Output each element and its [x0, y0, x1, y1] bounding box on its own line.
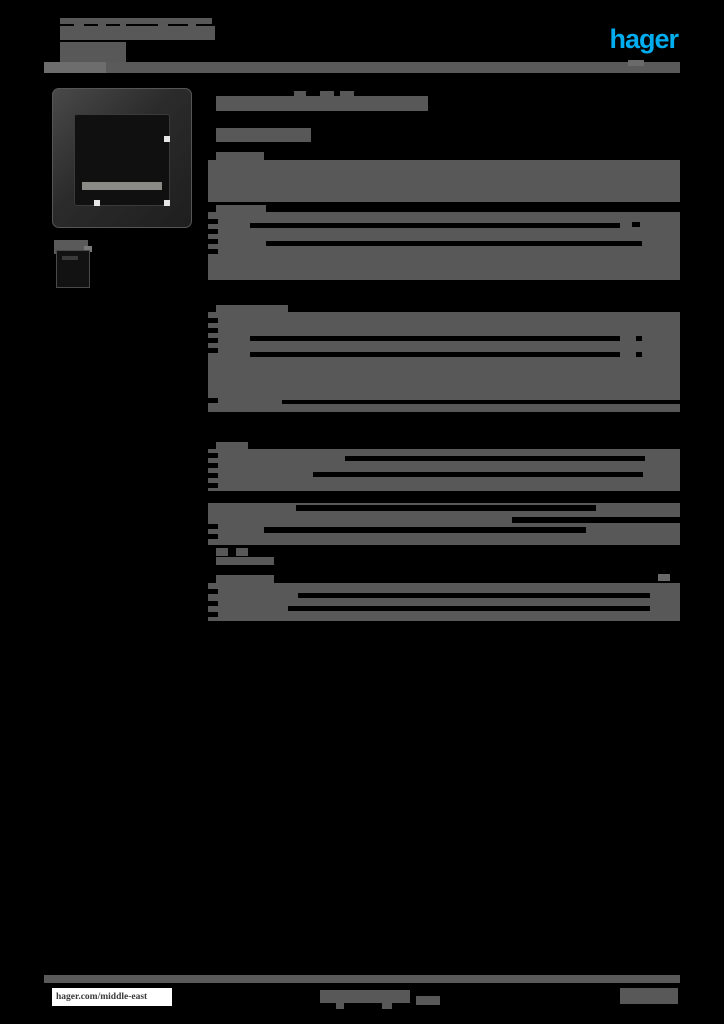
title-ascender-2 [98, 20, 106, 28]
spec-row-sep-2d [208, 249, 218, 254]
spec-unit-badge-6 [658, 574, 670, 581]
header-divider-marker [628, 60, 644, 66]
spec-value-gap-6b [288, 606, 650, 611]
title-ascender-1 [74, 20, 84, 28]
spec-inline-mark-5b [236, 548, 248, 556]
thumbnail-badge [84, 246, 92, 252]
spec-section-5-bottom-gap [224, 551, 680, 561]
footer-divider [44, 975, 680, 983]
spec-row-sep-6c [208, 612, 218, 617]
spec-row-sep-2b [208, 229, 218, 234]
spec-row-sep-4a [208, 453, 218, 458]
footer-page-number [620, 988, 678, 1004]
spec-value-gap-4c [240, 492, 680, 496]
content-heading-redaction [216, 96, 428, 111]
spec-row-sep-4d [208, 483, 218, 488]
spec-unit-gap-3a [636, 336, 642, 341]
spec-section-4-title [216, 442, 248, 450]
product-notch-bl [94, 200, 100, 206]
spec-value-gap-5a [296, 505, 596, 511]
spec-value-gap-3a [250, 336, 620, 341]
spec-value-gap-3b [250, 352, 620, 357]
spec-row-sep-2a [208, 219, 218, 224]
content-heading-ascender-2 [320, 91, 334, 97]
spec-row-sep-6a [208, 589, 218, 594]
spec-row-sep-3a [208, 318, 218, 323]
thumbnail-inner-mark [62, 256, 78, 260]
intro-paragraph-redaction [208, 160, 680, 202]
spec-unit-gap-3b [636, 352, 642, 357]
intro-label-redaction [216, 152, 264, 160]
product-notch-br [164, 200, 170, 206]
spec-row-sep-3b [208, 328, 218, 333]
spec-value-gap-5c [512, 517, 680, 523]
footer-center-redaction-2 [416, 996, 440, 1005]
spec-value-gap-2b [266, 241, 642, 246]
spec-section-6-title [216, 575, 274, 583]
spec-row-sep-4c [208, 473, 218, 478]
page-title-line-1-redaction [60, 18, 212, 24]
spec-section-3-body [208, 312, 680, 412]
footer-center-descender-1 [336, 1003, 344, 1009]
title-ascender-3 [120, 20, 126, 28]
content-heading-ascender-1 [294, 91, 306, 97]
spec-row-sep-3d [208, 348, 218, 353]
page-title-line-2-redaction [60, 26, 215, 40]
spec-value-gap-6a [298, 593, 650, 598]
product-label-strip [82, 182, 162, 190]
title-ascender-5 [188, 20, 196, 28]
spec-row-sep-2c [208, 239, 218, 244]
spec-value-gap-4a [345, 456, 645, 461]
spec-row-sep-3c [208, 338, 218, 343]
spec-unit-gap-2 [632, 222, 640, 227]
spec-value-gap-3c [282, 400, 680, 404]
spec-inline-mark-5a [216, 548, 228, 556]
footer-center-descender-2 [382, 1003, 392, 1009]
title-ascender-4 [158, 20, 168, 28]
product-frame-aperture [74, 114, 170, 206]
footer-center-redaction-1 [320, 990, 410, 1003]
spec-section-3-title [216, 305, 288, 313]
spec-row-sep-3e [208, 398, 218, 403]
spec-value-gap-5b [264, 527, 586, 533]
spec-row-sep-4b [208, 463, 218, 468]
hager-logo: hager [609, 24, 679, 54]
product-notch-tr [164, 136, 170, 142]
product-photo[interactable] [52, 88, 192, 228]
spec-row-sep-5b [208, 534, 218, 539]
spec-value-gap-4b [313, 472, 643, 477]
footer-website-link[interactable]: hager.com/middle-east [52, 988, 172, 1006]
spec-value-gap-2a [250, 223, 620, 228]
header-divider [44, 62, 680, 73]
spec-section-6-body [208, 583, 680, 621]
spec-section-2-title [216, 205, 266, 212]
spec-row-sep-6b [208, 601, 218, 606]
spec-inline-mark-5c [216, 557, 274, 565]
spec-row-sep-5a [208, 524, 218, 529]
content-heading-ascender-3 [340, 91, 354, 97]
header-divider-highlight [44, 62, 106, 73]
content-subheading-redaction [216, 128, 311, 142]
